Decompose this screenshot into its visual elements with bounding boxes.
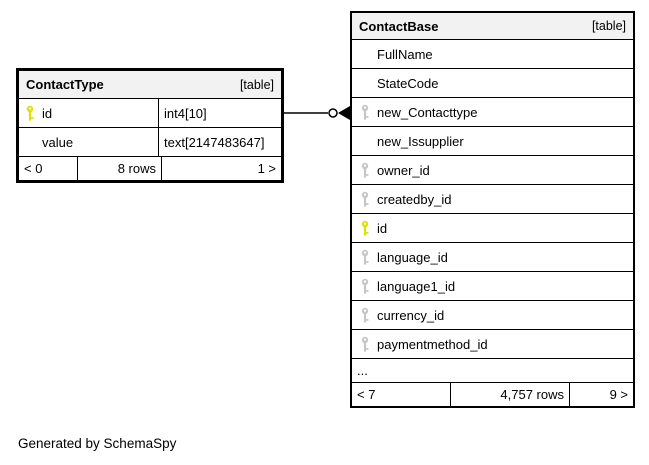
column-row-new-contacttype: new_Contacttype	[352, 98, 633, 127]
column-name: new_Contacttype	[377, 104, 478, 120]
key-icon-spacer	[360, 133, 370, 149]
column-name: paymentmethod_id	[377, 336, 488, 352]
column-row-paymentmethod-id: paymentmethod_id	[352, 330, 633, 359]
one-end-circle	[328, 108, 338, 118]
generated-by-note: Generated by SchemaSpy	[18, 436, 177, 451]
column-name: owner_id	[377, 162, 430, 178]
more-columns-ellipsis: ...	[352, 359, 633, 383]
column-name: currency_id	[377, 307, 445, 323]
column-name: language1_id	[377, 278, 456, 294]
key-icon-spacer	[360, 75, 370, 91]
column-name-cell: value	[19, 128, 159, 156]
column-row-statecode: StateCode	[352, 69, 633, 98]
column-name: value	[42, 134, 74, 150]
foreign-key-icon	[360, 249, 370, 265]
table-type-tag: [table]	[591, 19, 626, 33]
foreign-key-icon	[360, 162, 370, 178]
relationship-connector	[283, 106, 350, 120]
table-footer: < 7 4,757 rows 9 >	[352, 383, 633, 406]
column-row-new-issupplier: new_Issupplier	[352, 127, 633, 156]
column-type: text[2147483647]	[164, 134, 265, 150]
column-row-id: id int4[10]	[19, 99, 281, 128]
foreign-key-icon	[360, 104, 370, 120]
key-icon-spacer	[25, 134, 35, 150]
column-name: id	[42, 105, 53, 121]
foreign-key-icon	[360, 278, 370, 294]
column-type: int4[10]	[164, 105, 207, 121]
primary-key-icon	[25, 105, 35, 121]
column-name: FullName	[377, 46, 433, 62]
table-type-tag: [table]	[239, 77, 274, 92]
column-row-language-id: language_id	[352, 243, 633, 272]
column-row-id: id	[352, 214, 633, 243]
column-name: createdby_id	[377, 191, 452, 207]
column-row-currency-id: currency_id	[352, 301, 633, 330]
pager-next: 1 >	[257, 161, 276, 176]
table-contactbase-header[interactable]: ContactBase [table]	[352, 13, 633, 40]
row-count: 4,757 rows	[451, 383, 570, 406]
key-icon-spacer	[360, 46, 370, 62]
many-end-crowfoot-icon	[338, 106, 350, 120]
table-footer: < 0 8 rows 1 >	[19, 157, 281, 180]
column-name-cell: id	[19, 99, 159, 127]
row-count: 8 rows	[78, 157, 162, 180]
column-name: id	[377, 220, 388, 236]
table-contacttype-header[interactable]: ContactType [table]	[19, 71, 281, 99]
column-row-owner-id: owner_id	[352, 156, 633, 185]
foreign-key-icon	[360, 336, 370, 352]
table-contacttype[interactable]: ContactType [table] id int4[10] value te…	[16, 68, 284, 183]
pager-prev: < 0	[19, 157, 78, 180]
column-row-language1-id: language1_id	[352, 272, 633, 301]
column-row-createdby-id: createdby_id	[352, 185, 633, 214]
column-name: StateCode	[377, 75, 439, 91]
table-title: ContactType	[26, 77, 104, 92]
column-name: language_id	[377, 249, 448, 265]
foreign-key-icon	[360, 191, 370, 207]
pager-prev: < 7	[352, 383, 451, 406]
table-contactbase[interactable]: ContactBase [table] FullName StateCode n…	[350, 11, 635, 408]
column-name: new_Issupplier	[377, 133, 464, 149]
primary-key-icon	[360, 220, 370, 236]
table-title: ContactBase	[359, 18, 439, 34]
foreign-key-icon	[360, 307, 370, 323]
column-row-fullname: FullName	[352, 40, 633, 69]
pager-next: 9 >	[609, 387, 628, 402]
column-row-value: value text[2147483647]	[19, 128, 281, 157]
